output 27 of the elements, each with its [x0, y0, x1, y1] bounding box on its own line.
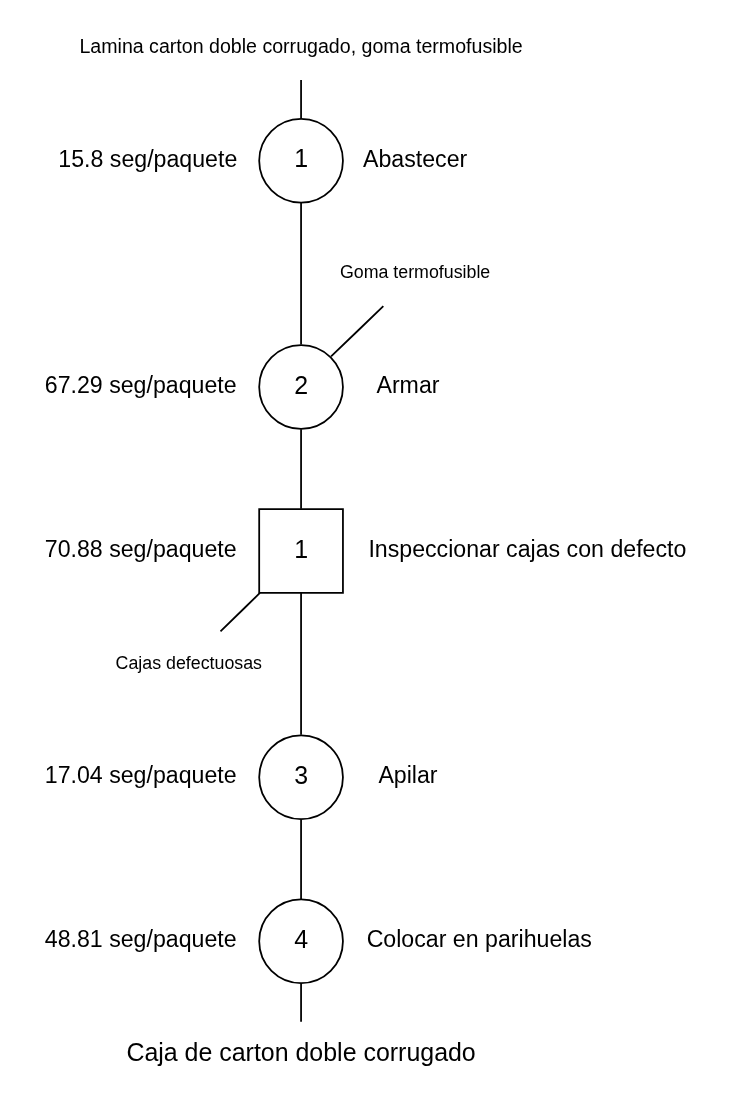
- node-circle: 1: [257, 118, 344, 204]
- connector: [299, 202, 302, 346]
- node-box: 1: [257, 508, 344, 594]
- node-label: Inspeccionar cajas con defecto: [367, 536, 686, 563]
- node-text: Lamina carton doble corrugado, goma termofusible: [78, 34, 523, 57]
- connector: [299, 592, 302, 736]
- connector: [299, 428, 302, 510]
- connector: [329, 305, 384, 358]
- node-label: 17.04 seg/paquete: [44, 762, 237, 789]
- node-circle: 2: [257, 344, 344, 430]
- connector: [219, 592, 261, 633]
- node-circle: 3: [257, 734, 344, 821]
- node-circle: 4: [257, 898, 344, 984]
- node-label: Armar: [375, 372, 440, 399]
- node-text: Goma termofusible: [339, 262, 490, 283]
- node-label: 70.88 seg/paquete: [44, 536, 237, 563]
- node-label: 48.81 seg/paquete: [44, 926, 237, 953]
- node-label: Abastecer: [362, 145, 467, 172]
- node-label: 15.8 seg/paquete: [57, 145, 237, 172]
- node-label: Apilar: [377, 762, 438, 789]
- node-label: 67.29 seg/paquete: [44, 372, 237, 399]
- connector: [299, 79, 302, 120]
- node-text: Cajas defectuosas: [115, 652, 262, 673]
- node-label: Colocar en parihuelas: [366, 926, 592, 953]
- node-text: Caja de carton doble corrugado: [125, 1037, 476, 1066]
- connector: [299, 982, 302, 1023]
- connector: [299, 818, 302, 900]
